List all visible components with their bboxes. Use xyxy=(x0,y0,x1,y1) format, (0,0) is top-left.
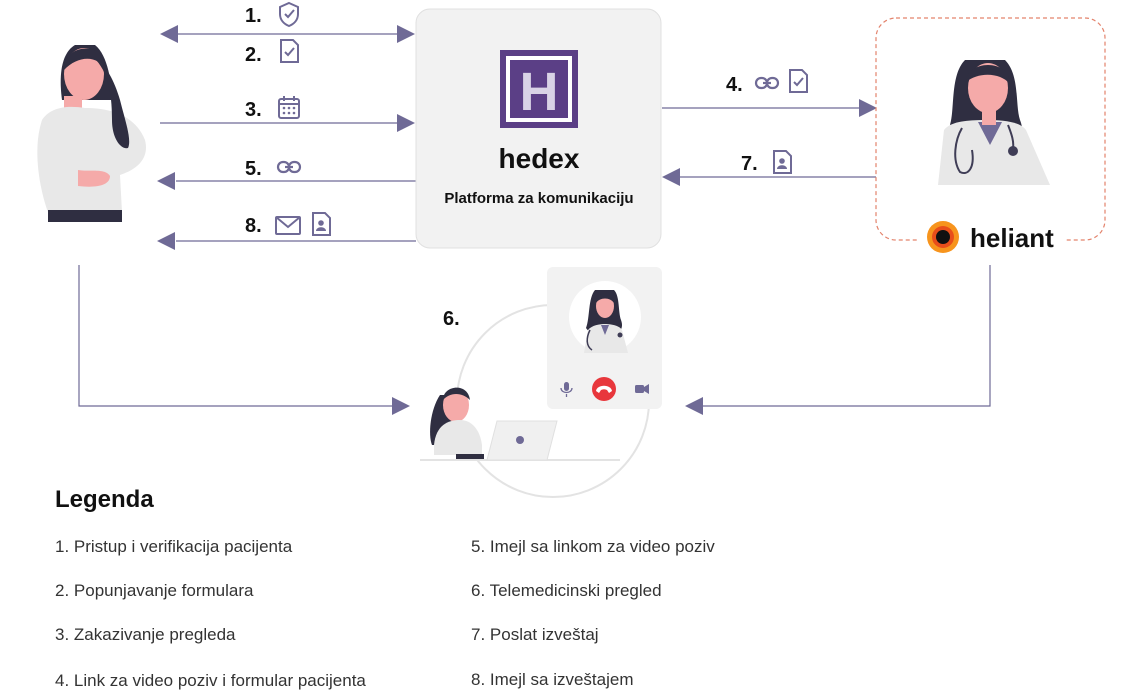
arrowhead-8 xyxy=(157,232,175,250)
link-icon xyxy=(276,160,302,174)
calendar-icon xyxy=(278,95,300,119)
link-icon xyxy=(754,76,780,90)
logo-letter: H xyxy=(520,62,559,122)
user-document-icon xyxy=(773,150,792,174)
camera-icon[interactable] xyxy=(635,384,649,394)
legend-item-5: 5. Imejl sa linkom za video poziv xyxy=(471,537,715,556)
legend-item-7: 7. Poslat izveštaj xyxy=(471,625,599,644)
step-1-label: 1. xyxy=(245,5,262,27)
end-call-icon[interactable] xyxy=(592,377,616,401)
arrow-doctor-call xyxy=(703,265,991,407)
user-document-icon xyxy=(312,212,331,236)
caller-illustration xyxy=(430,387,484,459)
platform-subtitle: Platforma za komunikaciju xyxy=(444,190,633,207)
legend-item-1: 1. Pristup i verifikacija pacijenta xyxy=(55,537,293,556)
arrowhead-patient-call xyxy=(392,397,410,415)
arrowhead-2-right xyxy=(397,25,415,43)
heliant-brand: heliant xyxy=(970,223,1054,253)
step-3-label: 3. xyxy=(245,99,262,121)
envelope-icon xyxy=(275,216,301,235)
legend-title: Legenda xyxy=(55,486,154,513)
document-check-icon xyxy=(789,69,808,93)
patient-illustration xyxy=(37,45,146,222)
doctor-illustration xyxy=(938,60,1050,185)
legend-item-4: 4. Link za video poziv i formular pacije… xyxy=(55,671,366,690)
arrowhead-4 xyxy=(859,99,877,117)
step-7-label: 7. xyxy=(741,153,758,175)
step-5-label: 5. xyxy=(245,158,262,180)
arrowhead-5 xyxy=(157,172,175,190)
step-8-label: 8. xyxy=(245,215,262,237)
platform-brand: hedex xyxy=(499,143,580,174)
step-4-label: 4. xyxy=(726,74,743,96)
step-6-label: 6. xyxy=(443,308,460,330)
arrow-patient-call xyxy=(78,265,393,407)
document-check-icon xyxy=(280,39,299,63)
doctor-avatar xyxy=(584,290,628,353)
legend-item-2: 2. Popunjavanje formulara xyxy=(55,581,254,600)
legend-item-8: 8. Imejl sa izveštajem xyxy=(471,670,634,689)
hedex-logo: H xyxy=(500,50,578,128)
platform-card: H hedex Platforma za komunikaciju xyxy=(415,8,662,249)
microphone-icon[interactable] xyxy=(560,382,573,397)
shield-check-icon xyxy=(279,2,299,27)
arrowhead-1-left xyxy=(160,25,178,43)
heliant-card: heliant xyxy=(875,17,1106,258)
video-call-scene xyxy=(420,267,662,498)
arrowhead-7 xyxy=(662,168,680,186)
arrowhead-doctor-call xyxy=(685,397,703,415)
legend-item-3: 3. Zakazivanje pregleda xyxy=(55,625,236,644)
call-window xyxy=(547,267,662,409)
legend-item-6: 6. Telemedicinski pregled xyxy=(471,581,662,600)
heliant-logo-icon xyxy=(927,221,959,253)
laptop-illustration xyxy=(486,420,558,461)
step-2-label: 2. xyxy=(245,44,262,66)
arrowhead-3 xyxy=(397,114,415,132)
